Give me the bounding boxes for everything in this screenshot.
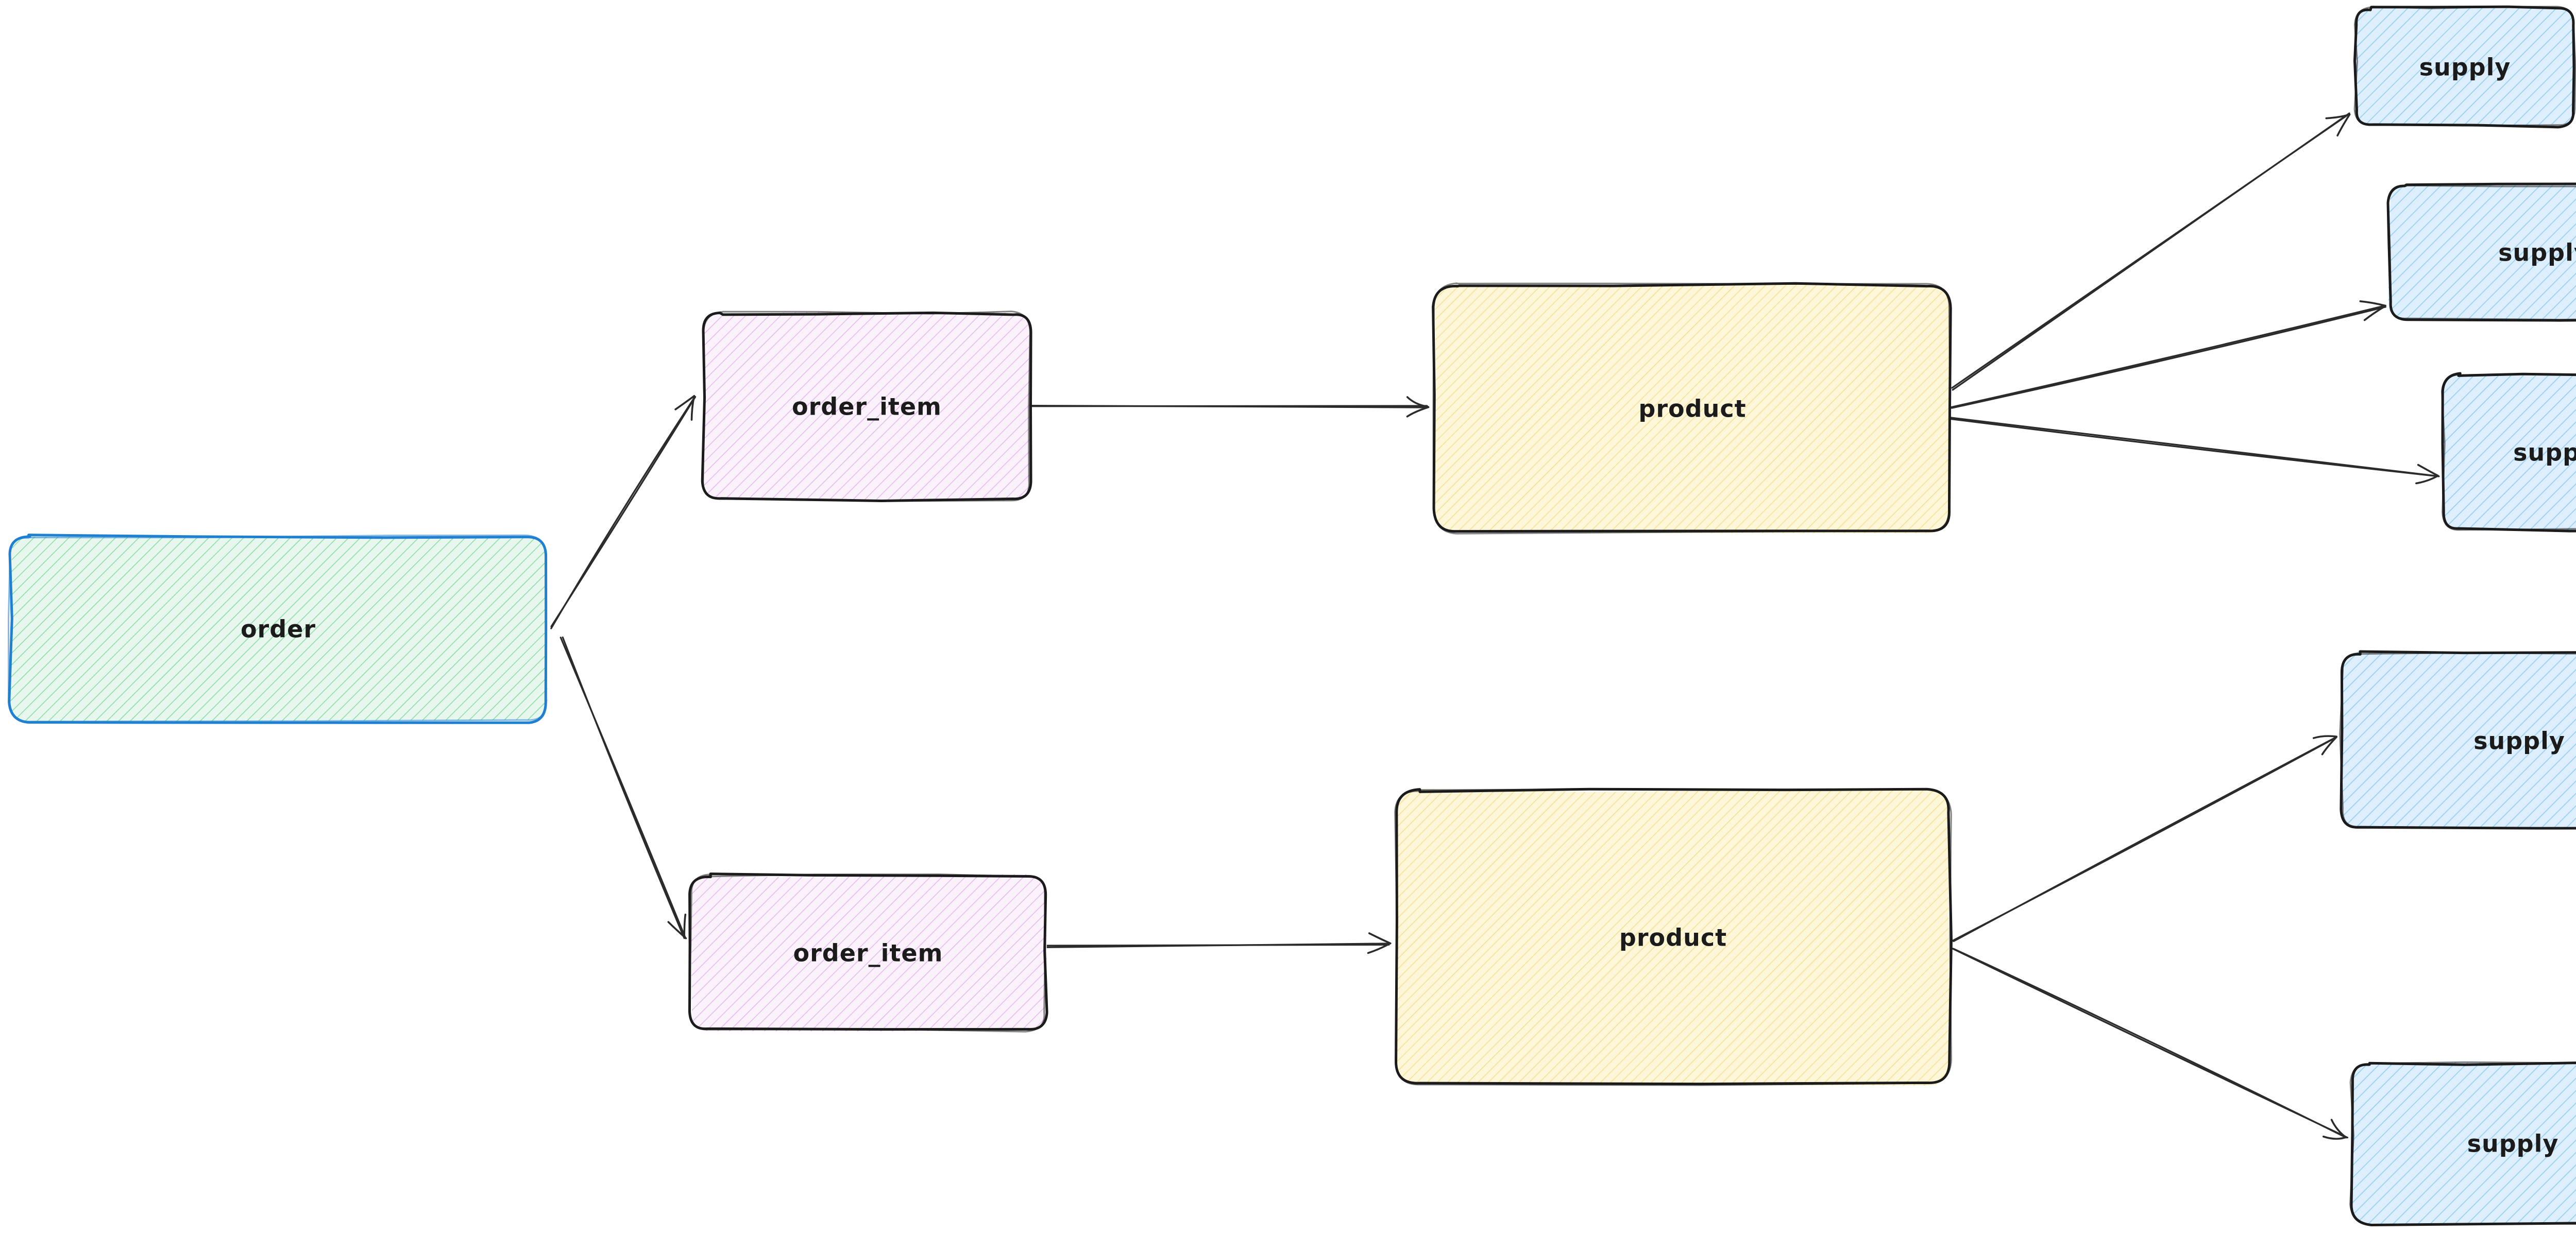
edge-layer (550, 112, 2440, 1140)
node-supply_2[interactable]: supply (2386, 182, 2576, 322)
node-hatch (691, 874, 1047, 1032)
node-outline (1432, 282, 1951, 535)
node-label-order_item_1: order_item (792, 393, 942, 421)
node-label-order_item_2: order_item (793, 939, 943, 967)
node-supply_4[interactable]: supply (2339, 650, 2576, 830)
node-hatch (2388, 184, 2576, 320)
edge-product_1-to-supply_2 (1950, 300, 2387, 409)
edge-order_item_1-to-product_1 (1031, 396, 1430, 418)
node-order[interactable]: order (8, 534, 548, 724)
edge-order-to-order_item_2 (560, 636, 687, 939)
node-outline (688, 874, 1046, 1033)
node-hatch (2442, 374, 2576, 530)
edge-order-to-order_item_1 (550, 395, 697, 629)
node-label-product_1: product (1638, 395, 1746, 423)
node-outline (2350, 1061, 2576, 1226)
node-supply_1[interactable]: supply (2353, 5, 2576, 129)
node-hatch (2354, 7, 2576, 127)
node-label-supply_4: supply (2473, 727, 2565, 755)
edge-product_1-to-supply_3 (1950, 417, 2440, 485)
node-hatch (2341, 652, 2576, 830)
node-outline (2339, 652, 2576, 830)
node-outline (1394, 788, 1953, 1086)
node-outline (2353, 6, 2576, 127)
node-hatch (1434, 284, 1951, 534)
node-label-supply_1: supply (2419, 54, 2511, 81)
node-label-supply_5: supply (2467, 1130, 2559, 1158)
edge-product_2-to-supply_5 (1950, 947, 2349, 1140)
node-order_item_2[interactable]: order_item (688, 872, 1048, 1033)
node-label-supply_3: supply (2513, 439, 2576, 467)
node-hatch (702, 312, 1030, 501)
node-hatch (1395, 789, 1951, 1086)
node-hatch (9, 536, 548, 723)
node-label-product_2: product (1619, 924, 1727, 952)
node-order_item_1[interactable]: order_item (701, 311, 1032, 502)
node-outline (2387, 184, 2576, 321)
edge-product_2-to-supply_4 (1952, 735, 2337, 943)
node-layer: orderorder_itemproductsupplysupplysupply… (8, 5, 2576, 1226)
node-outline (8, 534, 547, 723)
edge-product_1-to-supply_1 (1951, 112, 2351, 391)
node-outline (2349, 1061, 2576, 1226)
edge-order_item_2-to-product_2 (1045, 932, 1392, 954)
node-hatch (2351, 1062, 2576, 1224)
node-label-supply_2: supply (2498, 239, 2576, 267)
node-supply_5[interactable]: supply (2349, 1061, 2576, 1226)
node-supply_3[interactable]: supply (2441, 372, 2576, 533)
node-outline (702, 311, 1031, 502)
node-product_2[interactable]: product (1394, 787, 1953, 1086)
node-outline (2441, 373, 2576, 531)
node-label-order: order (241, 615, 316, 643)
node-product_1[interactable]: product (1432, 282, 1952, 535)
